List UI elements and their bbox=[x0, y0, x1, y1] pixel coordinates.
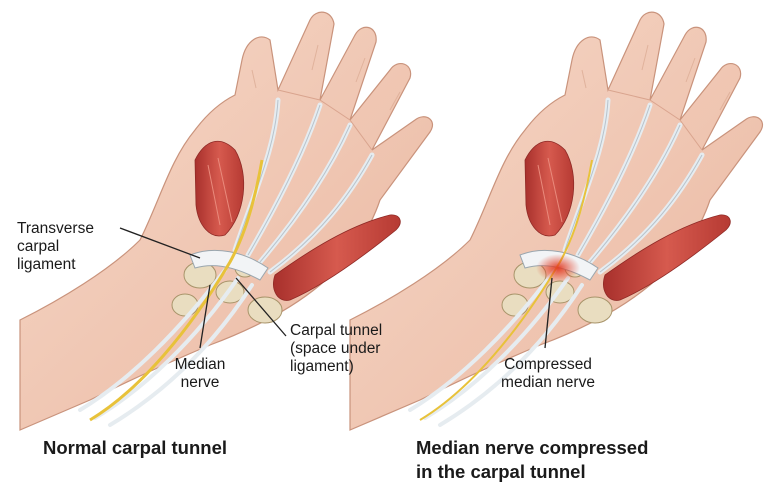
label-compressed-median-nerve: Compressed median nerve bbox=[468, 356, 628, 392]
caption-normal-carpal-tunnel: Normal carpal tunnel bbox=[43, 436, 227, 460]
label-transverse-carpal-ligament: Transverse carpal ligament bbox=[17, 220, 94, 274]
label-carpal-tunnel: Carpal tunnel (space under ligament) bbox=[290, 322, 382, 376]
compression-area bbox=[536, 254, 580, 282]
caption-median-nerve-compressed: Median nerve compressed in the carpal tu… bbox=[416, 436, 648, 484]
label-median-nerve: Median nerve bbox=[150, 356, 250, 392]
